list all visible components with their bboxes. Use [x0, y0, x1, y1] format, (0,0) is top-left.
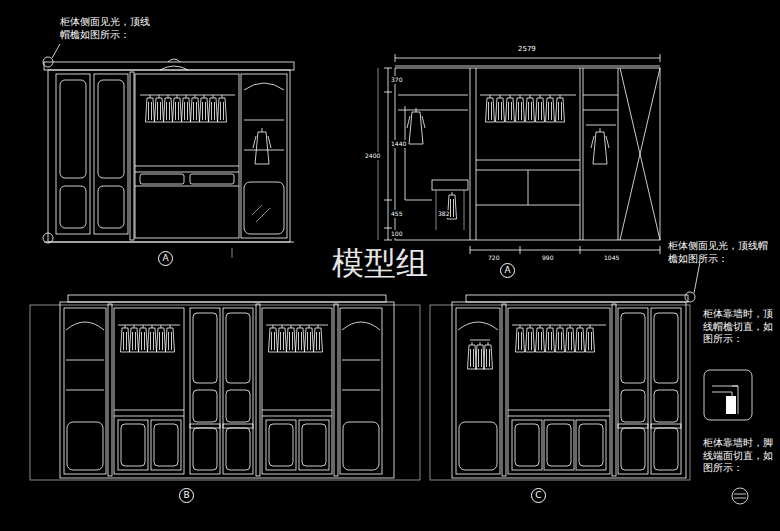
- note-text: 柜体靠墙时，脚线端面切直，如图所示：: [703, 437, 775, 475]
- watermark: 模型组: [332, 243, 428, 283]
- view-marker: C: [531, 488, 546, 503]
- note-text: 柜体靠墙时，顶线帽檐切直，如图所示：: [703, 308, 775, 346]
- dimension-text: 720: [488, 254, 499, 262]
- view-letter: B: [183, 491, 189, 500]
- dimension-text: 370: [391, 76, 402, 84]
- view-letter: A: [504, 266, 510, 275]
- view-marker: A: [500, 263, 515, 278]
- dimension-text: 1440: [391, 140, 406, 148]
- dimension-text: 2579: [518, 45, 536, 54]
- note-text: 柜体侧面见光，顶线帽檐如图所示：: [60, 16, 156, 41]
- note-text: 柜体侧面见光，顶线帽檐如图所示：: [668, 240, 772, 265]
- dimension-text: 455: [391, 210, 402, 218]
- view-letter: A: [162, 254, 168, 263]
- dimension-text: 990: [542, 254, 553, 262]
- dimension-text: 100: [391, 230, 402, 238]
- view-letter: C: [535, 491, 541, 500]
- dimension-text: 2400: [365, 152, 380, 160]
- dimension-text: 382: [438, 210, 449, 218]
- view-marker: A: [158, 251, 173, 266]
- view-marker: B: [179, 488, 194, 503]
- dimension-text: 1045: [604, 254, 619, 262]
